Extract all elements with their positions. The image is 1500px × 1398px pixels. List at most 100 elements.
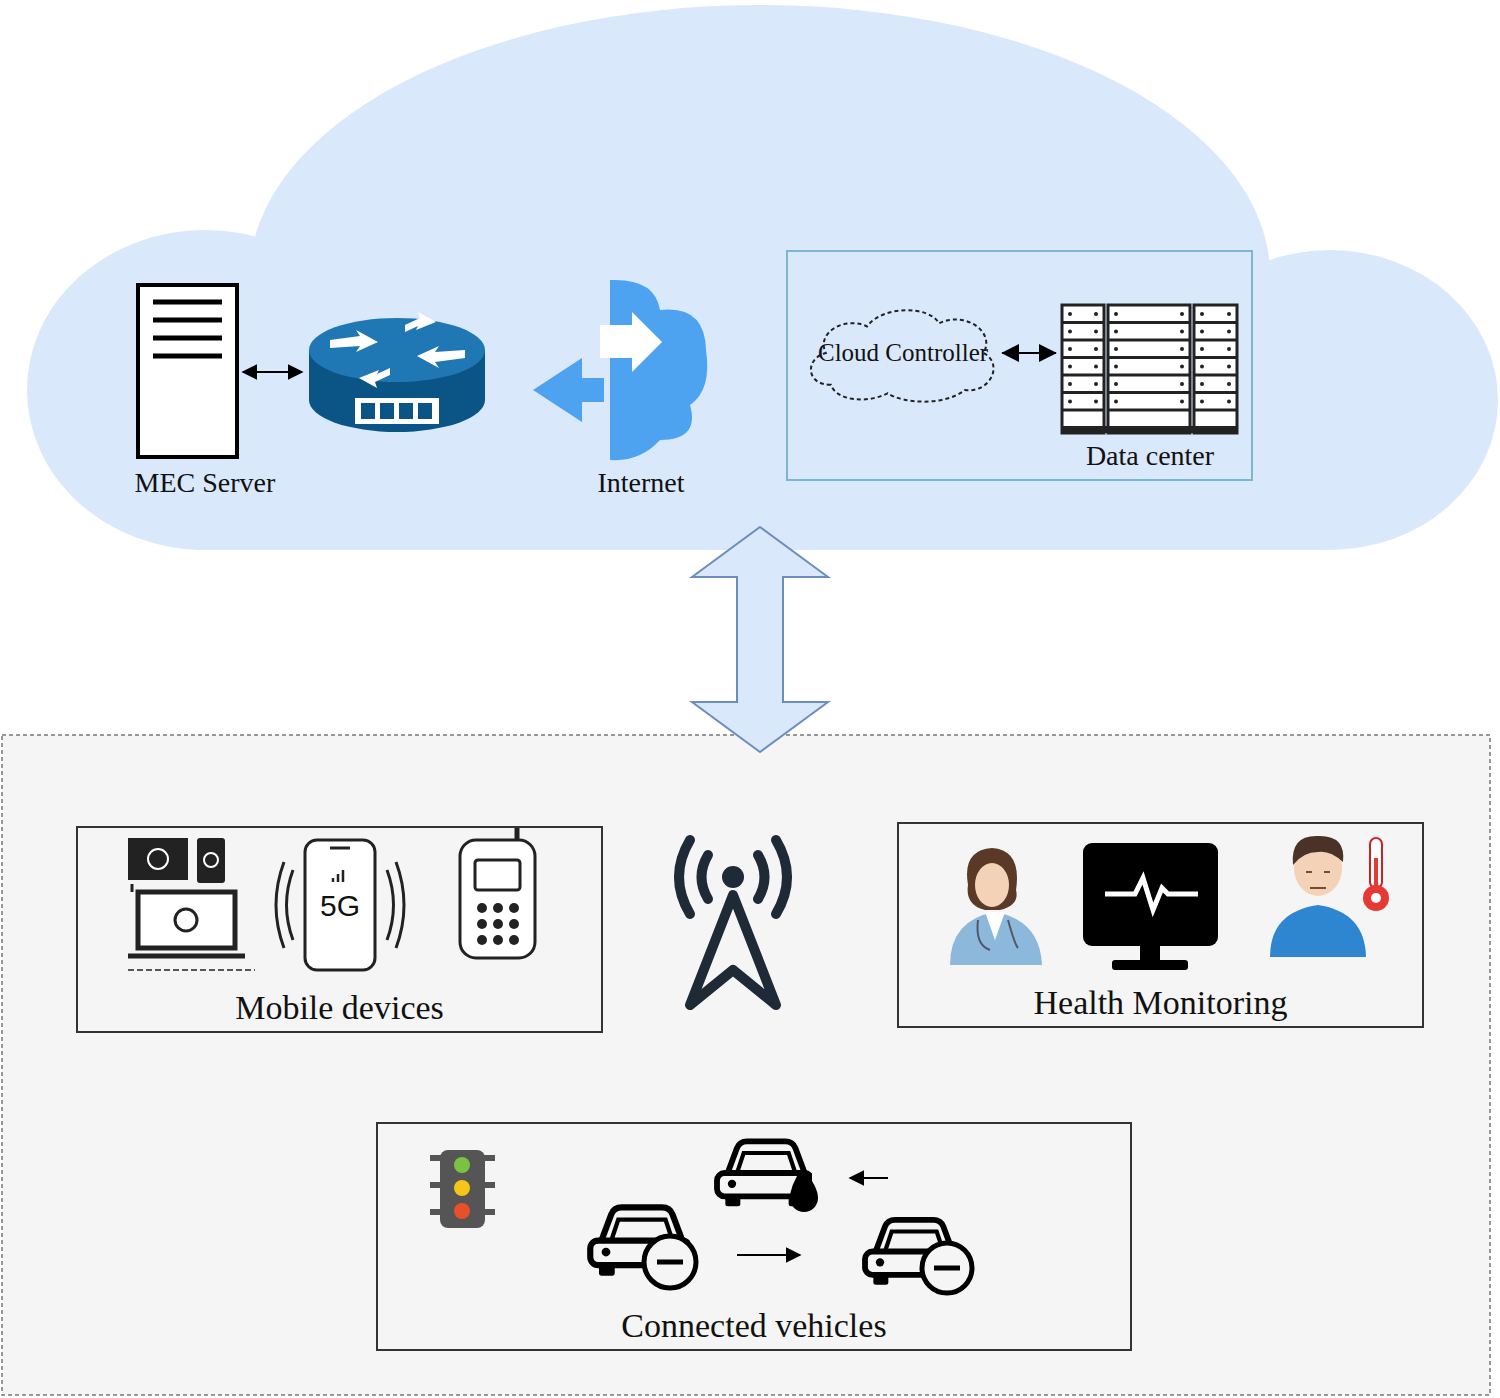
- drawing-part: [405, 312, 436, 332]
- drawing-part: [361, 403, 375, 419]
- drawing-part: [170, 300, 1350, 550]
- drawing-part: [309, 318, 485, 382]
- double-arrow: [692, 527, 828, 752]
- drawing-part: [1200, 347, 1204, 351]
- drawing-part: [850, 1177, 888, 1179]
- drawing-part: [1068, 330, 1072, 334]
- drawing-part: [396, 862, 404, 948]
- drawing-part: [1068, 347, 1072, 351]
- server-icon: [138, 285, 237, 457]
- drawing-part: [418, 403, 432, 419]
- car-icons: [590, 1141, 972, 1293]
- drawing-part: [1200, 330, 1204, 334]
- drawing-part: [1194, 391, 1237, 394]
- controller-cloud: Cloud Controller: [800, 300, 1006, 406]
- group-box: Connected vehicles: [376, 1122, 1132, 1351]
- drawing-part: [153, 302, 222, 356]
- node-title: Connected vehicles: [621, 1306, 886, 1345]
- group-outline: [787, 251, 1252, 480]
- handset-icon: [460, 828, 535, 958]
- drawing-part: [175, 909, 197, 931]
- drawing-part: [128, 954, 245, 959]
- drawing-part: [533, 358, 604, 422]
- drawing-part: [690, 895, 776, 1005]
- drawing-part: [758, 855, 765, 899]
- drawing-part: [330, 312, 465, 388]
- drawing-part: [1194, 356, 1237, 359]
- drawing-part: [1068, 312, 1072, 316]
- drawing-part: [1094, 382, 1098, 386]
- drawing-part: [1094, 330, 1098, 334]
- drawing-part: [477, 903, 487, 913]
- drawing-part: [1227, 347, 1231, 351]
- drawing-part: [333, 870, 343, 882]
- drawing-part: [361, 403, 432, 419]
- drawing-part: [330, 330, 378, 352]
- drawing-part: [1083, 843, 1218, 946]
- drawing-part: [978, 920, 1019, 950]
- drawing-part: [1062, 305, 1104, 433]
- drawing-part: [644, 1236, 696, 1288]
- drawing-part: [153, 300, 222, 305]
- drawing-part: [509, 935, 519, 945]
- drawing-part: [1180, 382, 1184, 386]
- drawing-part: [1200, 400, 1204, 404]
- drawing-part: [1068, 365, 1072, 369]
- network-label: 5G: [320, 889, 360, 922]
- drawing-part: [387, 870, 394, 940]
- connector: [1002, 352, 1056, 354]
- drawing-part: [1105, 878, 1198, 910]
- drawing-part: [950, 912, 1042, 965]
- drawing-part: [359, 368, 390, 388]
- drawing-part: [138, 285, 237, 457]
- drawing-part: [1114, 330, 1118, 334]
- link-arrow: [243, 371, 302, 373]
- edge-region: [2, 735, 1490, 1395]
- drawing-part: [1194, 339, 1237, 342]
- drawing-part: [1194, 409, 1237, 412]
- doctor-icon: [950, 848, 1042, 965]
- drawing-part: [1227, 365, 1231, 369]
- drawing-part: [600, 312, 662, 372]
- drawing-part: [1114, 365, 1118, 369]
- drawing-part: [1094, 400, 1098, 404]
- drawing-part: [922, 1243, 972, 1293]
- drawing-part: [657, 1260, 683, 1265]
- drawing-part: [1108, 321, 1190, 324]
- drawing-part: [355, 398, 439, 424]
- router-icon: [309, 312, 485, 432]
- drawing-part: [153, 336, 222, 341]
- drawing-part: [1227, 330, 1231, 334]
- drawing-part: [934, 1266, 960, 1271]
- drawing-part: [1114, 400, 1118, 404]
- drawing-part: [1180, 330, 1184, 334]
- phone-5g-icon: [276, 840, 404, 970]
- drawing-part: [1180, 365, 1184, 369]
- antenna-icon: [679, 840, 787, 1005]
- drawing-part: [1068, 382, 1072, 386]
- drawing-part: [1180, 400, 1184, 404]
- drawing-part: [1112, 960, 1188, 970]
- drawing-part: [1194, 374, 1237, 377]
- server-label: MEC Server: [135, 468, 276, 499]
- drawing-part: [509, 903, 519, 913]
- drawing-part: [1108, 374, 1190, 377]
- drawing-part: [1062, 321, 1104, 324]
- cloud-outline: [811, 310, 994, 401]
- drawing-part: [276, 862, 284, 948]
- drawing-part: [477, 935, 487, 945]
- drawing-part: [1108, 391, 1190, 394]
- drawing-part: [1194, 321, 1237, 324]
- drawing-part: [131, 884, 134, 892]
- drawing-part: [790, 1168, 818, 1212]
- drawing-part: [985, 912, 1005, 940]
- traffic-light-icon: [430, 1150, 495, 1228]
- drawing-part: [610, 280, 707, 460]
- drawing-part: [1227, 312, 1231, 316]
- drawing-part: [399, 403, 413, 419]
- drawing-part: [305, 840, 375, 970]
- drawing-part: [1062, 426, 1237, 433]
- drawing-part: [287, 870, 294, 940]
